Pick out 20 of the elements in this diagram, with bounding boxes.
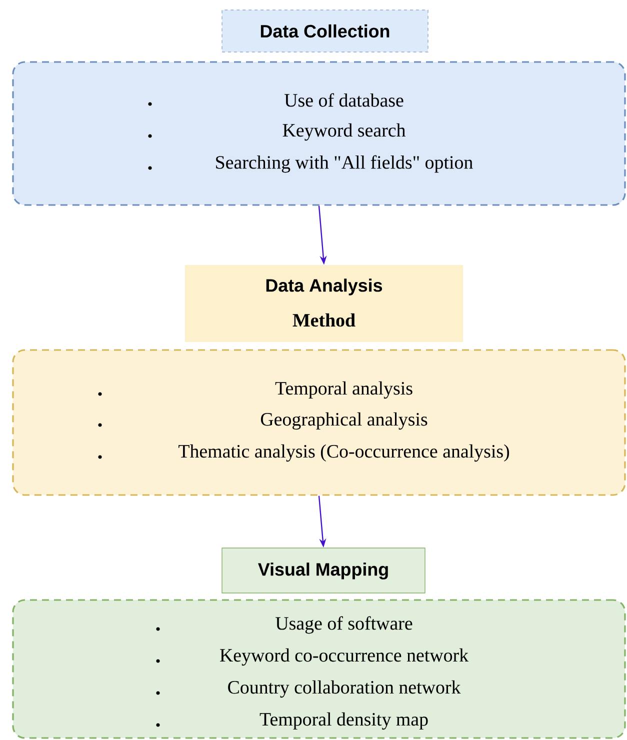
list-item: Use of database: [284, 93, 404, 107]
list-panel: [12, 349, 626, 496]
list-item: Keyword co-occurrence network: [220, 648, 469, 666]
list-item: Country collaboration network: [228, 680, 461, 698]
list-item: Searching with "All fields" option: [216, 155, 473, 173]
heading-box: [185, 265, 463, 342]
heading-text: Visual Mapping: [258, 562, 388, 580]
heading-text: Data Collection: [260, 24, 390, 38]
list-panel: [12, 61, 626, 206]
list-item: Usage of software: [276, 616, 412, 634]
heading-text: Data Analysis: [266, 278, 382, 296]
heading-box: [222, 548, 426, 594]
list-item: Temporal density map: [260, 712, 428, 730]
list-item: Geographical analysis: [260, 412, 428, 430]
list-item: Temporal analysis: [275, 381, 412, 399]
heading-box: [222, 10, 428, 52]
list-item: Keyword search: [282, 123, 406, 141]
list-item: Thematic analysis (Co-occurrence analysis): [178, 444, 510, 462]
list-panel: [12, 599, 626, 739]
heading-text: Method: [292, 313, 356, 327]
